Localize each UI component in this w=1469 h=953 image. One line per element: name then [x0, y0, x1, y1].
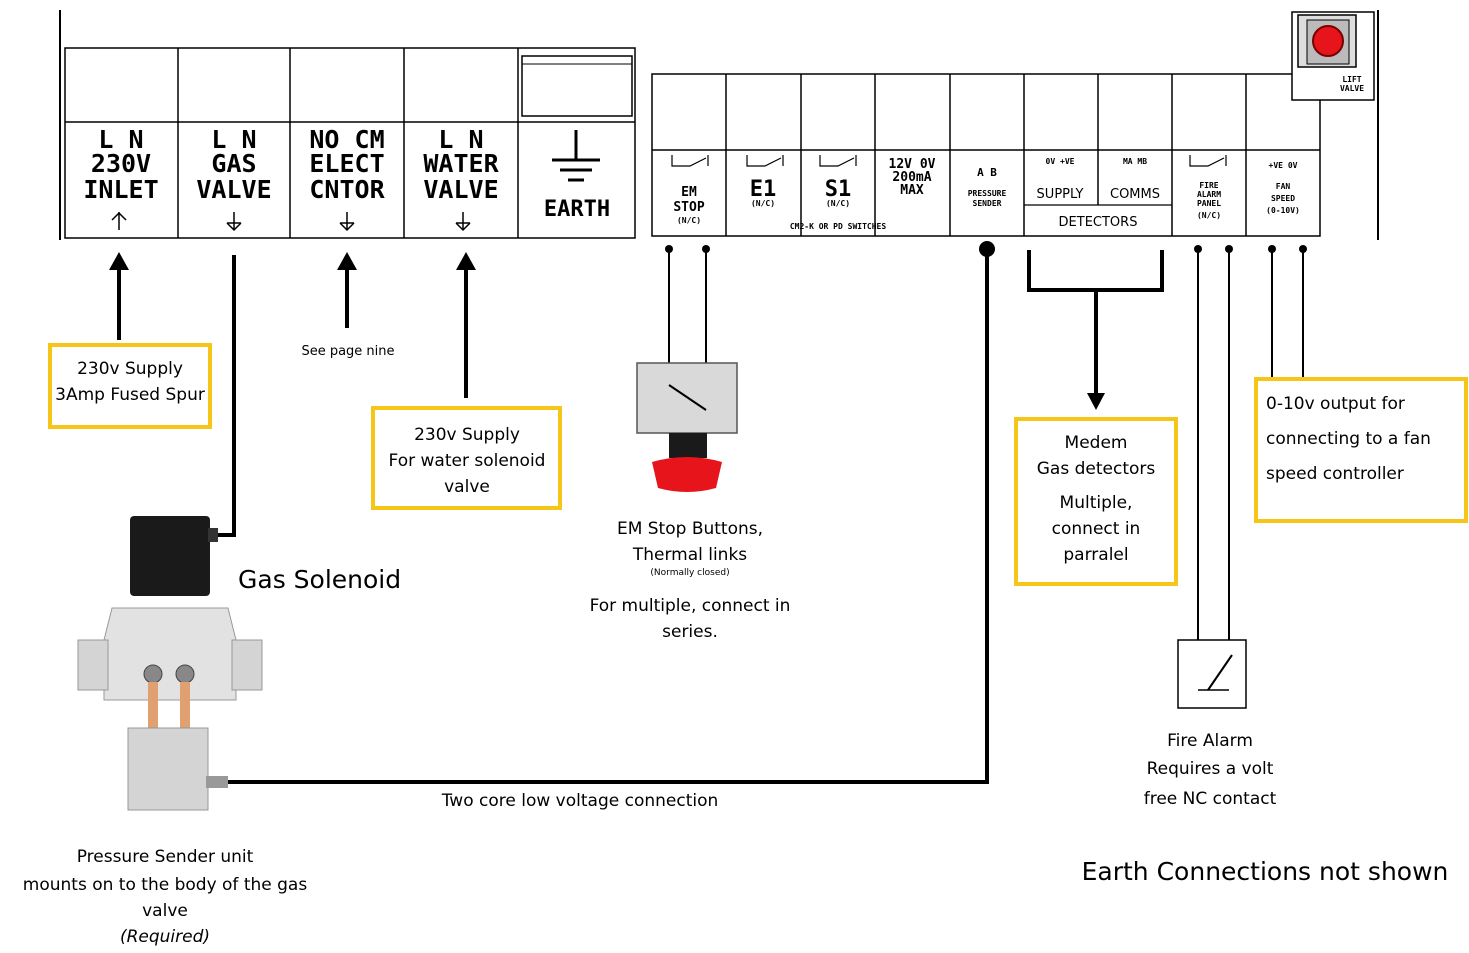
- terminal-contactor-elect: ELECT: [309, 149, 384, 178]
- wires: [109, 241, 1307, 784]
- terminal-gas-ln: L N: [211, 125, 256, 154]
- terminal-supply-pins: 0V +VE: [1046, 157, 1075, 166]
- pressure-sender-line1: Pressure Sender unit: [77, 847, 254, 867]
- terminal-fan-label: FAN: [1276, 182, 1291, 191]
- em-stop-line1: EM Stop Buttons,: [617, 519, 763, 539]
- lift-valve-button[interactable]: LIFT VALVE: [1291, 11, 1375, 101]
- switch-symbol-icon: [671, 155, 1227, 167]
- em-stop-button-illustration: [636, 362, 738, 492]
- terminal-fire-nc: (N/C): [1197, 211, 1221, 220]
- terminal-em-nc: (N/C): [677, 216, 701, 225]
- contactor-arrow-icon: [339, 212, 355, 232]
- em-stop-nc: (Normally closed): [650, 568, 729, 578]
- gas-out-arrow-icon: [226, 212, 242, 232]
- terminal-fan-pins: +VE 0V: [1269, 161, 1298, 170]
- arrow-up-icon: [337, 252, 357, 270]
- terminal-comms-label: COMMS: [1110, 187, 1160, 202]
- arrow-up-icon: [109, 252, 129, 270]
- terminal-fire-label: FIRE: [1199, 181, 1218, 190]
- fan-output-line1: 0-10v output for: [1266, 394, 1405, 414]
- fan-output-line2: connecting to a fan: [1266, 429, 1431, 449]
- fire-alarm-contact-illustration: [1177, 639, 1247, 709]
- water-arrow-icon: [455, 212, 471, 232]
- terminal-fire-panel: PANEL: [1197, 199, 1221, 208]
- red-button-icon: [1312, 25, 1344, 57]
- right-terminal-block: EM STOP (N/C) E1 (N/C) S1 (N/C) 12V 0V 2…: [651, 10, 1379, 240]
- terminal-water-valve: VALVE: [423, 175, 498, 204]
- terminal-pressure-label: PRESSURE: [968, 189, 1007, 198]
- terminal-contactor-cntor: CNTOR: [309, 175, 385, 204]
- detectors-line3: Multiple,: [1060, 493, 1133, 513]
- em-series-line1: For multiple, connect in: [590, 596, 791, 616]
- detectors-line5: parralel: [1063, 545, 1128, 565]
- terminal-em-label: EM: [681, 185, 697, 200]
- terminal-power-max: MAX: [900, 183, 924, 198]
- terminal-power-volts: 12V 0V: [889, 157, 936, 172]
- fire-alarm-line2: Requires a volt: [1147, 759, 1274, 779]
- gas-solenoid-label: Gas Solenoid: [238, 565, 401, 594]
- terminal-inlet-ln: L N: [98, 125, 143, 154]
- arrow-down-icon: [1087, 393, 1105, 410]
- pressure-sender-line3: valve: [142, 901, 188, 921]
- water-supply-line2: For water solenoid: [389, 451, 546, 471]
- lift-valve-label: LIFT: [1342, 75, 1361, 84]
- detectors-line1: Medem: [1065, 433, 1128, 453]
- supply-230-line1: 230v Supply: [77, 359, 183, 379]
- detectors-line4: connect in: [1052, 519, 1141, 539]
- supply-230-box: 230v Supply 3Amp Fused Spur: [48, 343, 212, 429]
- em-series-line2: series.: [662, 622, 718, 642]
- water-supply-box: 230v Supply For water solenoid valve: [371, 406, 562, 510]
- terminal-water-ln: L N: [438, 125, 483, 154]
- fan-output-box: 0-10v output for connecting to a fan spe…: [1254, 377, 1468, 523]
- terminal-supply-label: SUPPLY: [1037, 187, 1084, 202]
- terminal-fan-speed: SPEED: [1271, 194, 1295, 203]
- earth-symbol-icon: [552, 130, 600, 182]
- terminal-water-label: WATER: [423, 149, 499, 178]
- fire-alarm-line3: free NC contact: [1144, 789, 1277, 809]
- fan-output-line3: speed controller: [1266, 464, 1404, 484]
- gas-solenoid-illustration: [77, 516, 263, 811]
- detectors-box: Medem Gas detectors Multiple, connect in…: [1014, 417, 1178, 586]
- terminal-e1-nc: (N/C): [751, 199, 775, 208]
- inlet-arrow-icon: [111, 211, 127, 230]
- terminal-inlet-label: INLET: [83, 175, 158, 204]
- terminal-gas-label: GAS: [211, 149, 256, 178]
- terminal-comms-pins: MA MB: [1123, 157, 1147, 166]
- terminal-s1-nc: (N/C): [826, 199, 850, 208]
- water-supply-line1: 230v Supply: [414, 425, 520, 445]
- terminal-inlet-voltage: 230V: [91, 149, 151, 178]
- see-page-note: See page nine: [301, 344, 394, 359]
- detectors-line2: Gas detectors: [1037, 459, 1156, 479]
- terminal-gas-valve: VALVE: [196, 175, 271, 204]
- fire-alarm-line1: Fire Alarm: [1167, 731, 1253, 751]
- terminal-earth-label: EARTH: [544, 197, 610, 222]
- terminal-power-current: 200mA: [892, 170, 931, 185]
- terminal-contactor-nocm: NO CM: [309, 125, 384, 154]
- pressure-sender-line2: mounts on to the body of the gas: [23, 875, 308, 895]
- terminal-fan-range: (0-10V): [1266, 206, 1300, 215]
- em-stop-line2: Thermal links: [632, 545, 747, 565]
- two-core-label: Two core low voltage connection: [441, 791, 719, 811]
- water-supply-line3: valve: [444, 477, 490, 497]
- terminal-em-stop: STOP: [673, 200, 704, 215]
- earth-connections-note: Earth Connections not shown: [1082, 857, 1449, 886]
- terminal-fire-alarm: ALARM: [1197, 190, 1221, 199]
- terminal-s1-label: S1: [825, 177, 852, 202]
- terminal-pressure-ab: A B: [977, 166, 997, 179]
- detectors-group-label: DETECTORS: [1059, 215, 1138, 230]
- terminal-pressure-sender: SENDER: [973, 199, 1002, 208]
- pressure-sender-required: (Required): [120, 927, 210, 947]
- left-terminal-block: L N 230V INLET L N GAS VALVE NO CM ELECT…: [59, 10, 636, 240]
- supply-230-line2: 3Amp Fused Spur: [55, 385, 205, 405]
- terminal-e1-label: E1: [750, 177, 777, 202]
- lift-valve-label-2: VALVE: [1340, 84, 1364, 93]
- switches-group-label: CM2-K OR PD SWITCHES: [790, 222, 887, 231]
- arrow-up-icon: [456, 252, 476, 270]
